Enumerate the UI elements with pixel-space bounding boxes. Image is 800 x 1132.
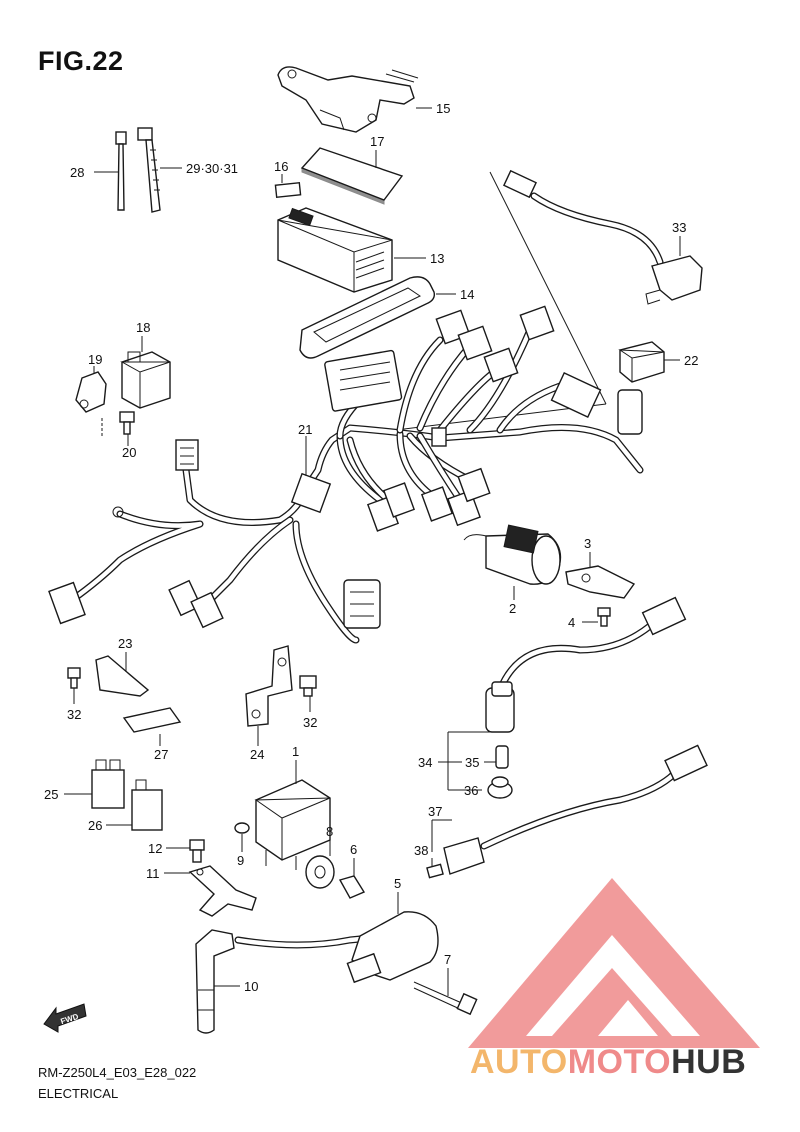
- part-18-connector: [120, 351, 171, 409]
- callout-25: 25: [44, 787, 58, 802]
- callout-29-30-31: 29·30·31: [186, 161, 238, 176]
- callout-33: 33: [672, 220, 686, 235]
- diagram-caption: ELECTRICAL: [38, 1086, 119, 1101]
- part-8-damper: [305, 855, 335, 889]
- callout-8: 8: [326, 824, 333, 839]
- part-35-pin: [495, 745, 509, 769]
- watermark-moto: MOTO: [567, 1043, 672, 1081]
- callout-12: 12: [148, 841, 162, 856]
- callout-28: 28: [70, 165, 84, 180]
- part-11-bracket: [188, 865, 257, 917]
- callout-18: 18: [136, 320, 150, 335]
- callout-3: 3: [584, 536, 591, 551]
- callout-20: 20: [122, 445, 136, 460]
- part-34-plug-cap-lead: [485, 596, 687, 733]
- callout-1: 1: [292, 744, 299, 759]
- callout-9: 9: [237, 853, 244, 868]
- callout-2: 2: [509, 601, 516, 616]
- callout-7: 7: [444, 952, 451, 967]
- part-22-relay: [618, 341, 665, 383]
- watermark-hub: HUB: [671, 1043, 747, 1081]
- callout-32-a: 32: [67, 707, 81, 722]
- callout-26: 26: [88, 818, 102, 833]
- callout-21: 21: [298, 422, 312, 437]
- part-4-screw: [597, 607, 611, 627]
- callout-4: 4: [568, 615, 575, 630]
- callout-27: 27: [154, 747, 168, 762]
- callout-14: 14: [460, 287, 474, 302]
- part-32-bolt-a: [67, 667, 81, 689]
- part-10-plug-cap: [195, 929, 394, 1034]
- callout-24: 24: [250, 747, 264, 762]
- part-28-cable-tie: [115, 131, 127, 211]
- fwd-arrow-icon: FWD: [43, 1003, 87, 1033]
- callout-11: 11: [146, 866, 160, 881]
- part-15-bracket: [277, 66, 419, 133]
- callout-10: 10: [244, 979, 258, 994]
- part-9-collar: [234, 822, 250, 834]
- callout-37: 37: [428, 804, 442, 819]
- part-26-relay: [131, 779, 163, 831]
- callout-6: 6: [350, 842, 357, 857]
- part-29-30-31-cable-tie: [137, 127, 161, 213]
- part-14-rubber-band: [299, 276, 436, 359]
- part-27-pad: [122, 707, 182, 733]
- callout-5: 5: [394, 876, 401, 891]
- part-21-wiring-harness: [48, 305, 644, 644]
- part-3-bracket: [565, 565, 636, 599]
- callout-22: 22: [684, 353, 698, 368]
- callout-16: 16: [274, 159, 288, 174]
- part-5-ignition-coil: [346, 911, 439, 984]
- part-16-pad: [274, 182, 302, 198]
- callout-35: 35: [465, 755, 479, 770]
- part-20-bolt: [119, 411, 135, 435]
- callout-17: 17: [370, 134, 384, 149]
- callout-38: 38: [414, 843, 428, 858]
- figure-title: FIG.22: [38, 46, 124, 76]
- part-37-lead-harness: [443, 744, 708, 875]
- part-25-relay: [91, 759, 125, 809]
- part-23-plate: [95, 655, 150, 697]
- callout-34: 34: [418, 755, 432, 770]
- part-7-bolt: [413, 981, 478, 1016]
- callout-15: 15: [436, 101, 450, 116]
- part-12-bolt: [189, 839, 205, 863]
- callout-13: 13: [430, 251, 444, 266]
- part-13-ecm-unit: [277, 207, 393, 293]
- part-38-fuse: [426, 863, 444, 879]
- watermark-text: AUTOMOTOHUB: [470, 1043, 746, 1082]
- diagram-code: RM-Z250L4_E03_E28_022: [38, 1065, 197, 1080]
- callout-19: 19: [88, 352, 102, 367]
- part-32-bolt-b: [299, 675, 317, 697]
- part-33-sensor: [503, 169, 703, 305]
- part-19-clip: [75, 371, 107, 413]
- callout-23: 23: [118, 636, 132, 651]
- callout-32-b: 32: [303, 715, 317, 730]
- part-36-grommet: [487, 776, 513, 799]
- part-6-collar: [338, 875, 366, 899]
- part-2-condenser: [463, 524, 562, 585]
- watermark-auto: AUTO: [470, 1043, 568, 1081]
- part-24-bracket: [245, 645, 293, 727]
- callout-36: 36: [464, 783, 478, 798]
- part-17-pad: [300, 147, 404, 205]
- watermark-logo: [468, 878, 760, 1048]
